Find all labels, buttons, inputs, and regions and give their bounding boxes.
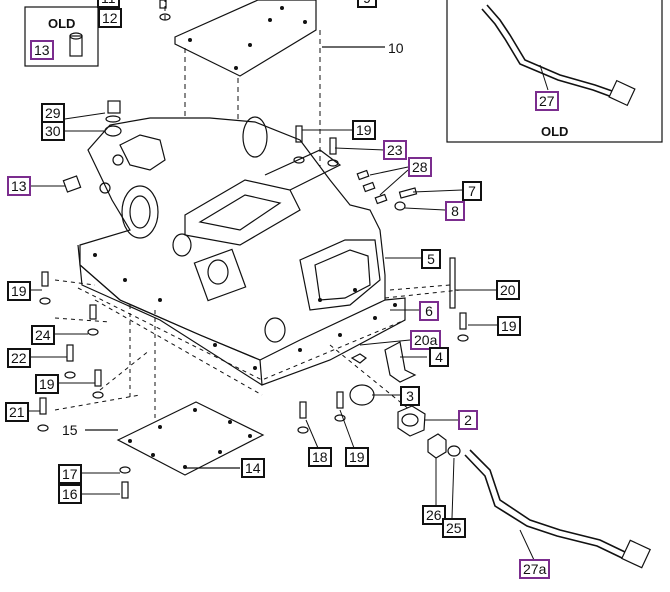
callout-27a: 27a — [519, 559, 551, 579]
callout-25: 25 — [442, 518, 466, 538]
pipe-new — [469, 449, 626, 553]
bottom-cover-plate — [116, 401, 265, 476]
callout-8: 8 — [445, 201, 465, 221]
callout-9: 9 — [357, 0, 377, 8]
old-label-right: OLD — [541, 124, 569, 139]
bolts — [37, 0, 469, 499]
old-inset-box-right — [446, 0, 663, 143]
callout-26: 26 — [422, 505, 446, 525]
callout-19-bottom: 19 — [345, 447, 369, 467]
callout-14: 14 — [241, 458, 265, 478]
label-15: 15 — [62, 422, 78, 438]
callout-3: 3 — [400, 386, 420, 406]
callout-22: 22 — [7, 348, 31, 368]
callout-23: 23 — [383, 140, 407, 160]
callout-18: 18 — [308, 447, 332, 467]
bracket — [384, 341, 417, 383]
callout-19-right: 19 — [497, 316, 521, 336]
callout-30: 30 — [41, 121, 65, 141]
drain-plug — [397, 405, 426, 437]
callout-16: 16 — [58, 484, 82, 504]
callout-5: 5 — [421, 249, 441, 269]
o-ring — [349, 384, 375, 406]
old-label-left: OLD — [48, 16, 76, 31]
callout-20a: 20a — [410, 330, 442, 350]
pipe-old — [486, 4, 616, 93]
callout-13: 13 — [7, 176, 31, 196]
callout-19-mid: 19 — [35, 374, 59, 394]
housing-flange — [77, 244, 406, 386]
callout-19-top: 19 — [352, 120, 376, 140]
label-10: 10 — [388, 40, 404, 56]
callout-11: 11 — [97, 0, 120, 8]
callout-13-old: 13 — [30, 40, 54, 60]
callout-2: 2 — [458, 410, 478, 430]
callout-20: 20 — [496, 280, 520, 300]
top-cover-plate — [174, 0, 317, 77]
callout-17: 17 — [58, 464, 82, 484]
callout-21: 21 — [5, 402, 29, 422]
callout-12: 12 — [98, 8, 122, 28]
callout-7: 7 — [462, 181, 482, 201]
callout-28: 28 — [408, 157, 432, 177]
callout-29: 29 — [41, 103, 65, 123]
callout-4: 4 — [429, 347, 449, 367]
callout-19-left: 19 — [7, 281, 31, 301]
callout-27: 27 — [535, 91, 559, 111]
callout-6: 6 — [419, 301, 439, 321]
callout-24: 24 — [31, 325, 55, 345]
old-inset-box-left — [24, 6, 99, 67]
